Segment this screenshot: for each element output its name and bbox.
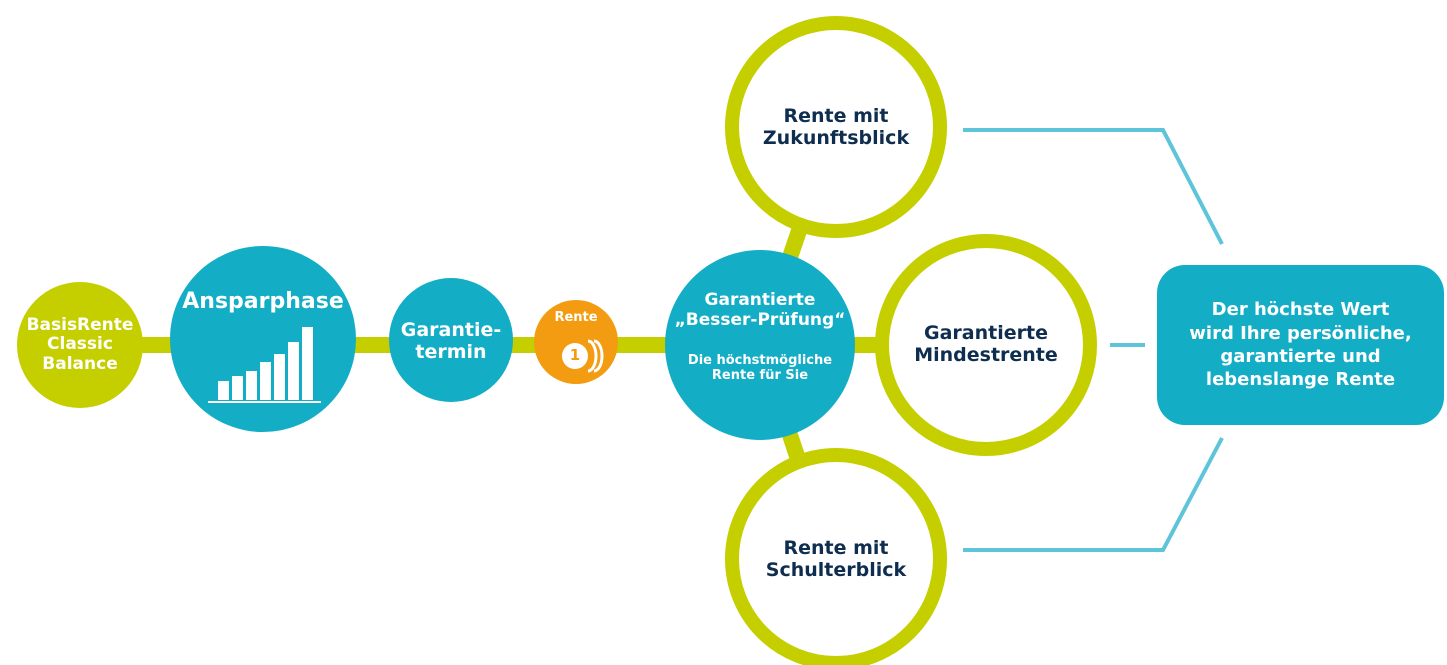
rente-badge-text: 1: [569, 346, 581, 365]
result-text: Der höchste Wert wird Ihre persönliche, …: [1189, 299, 1412, 391]
basisrente-text: BasisRente Classic Balance: [26, 314, 134, 374]
connector-schulterblick-to-result: [963, 437, 1224, 552]
ansparphase-text: Ansparphase: [182, 289, 344, 315]
result-box: [1157, 265, 1444, 425]
basisrente-label: BasisRente Classic Balance: [17, 300, 143, 390]
mindestrente-label: Garantierte Mindestrente: [896, 315, 1076, 375]
ansparphase-circle: [170, 246, 356, 432]
schulterblick-label: Rente mit Schulterblick: [746, 530, 926, 590]
besser-pruefung-subtitle-text: Die höchstmögliche Rente für Sie: [687, 353, 833, 383]
rente-label: Rente: [546, 309, 606, 327]
besser-pruefung-title: Garantierte „Besser-Prüfung“: [672, 286, 848, 336]
ansparphase-label: Ansparphase: [170, 284, 356, 320]
connector-zukunftsblick-to-result: [963, 128, 1224, 245]
besser-pruefung-title-text: Garantierte „Besser-Prüfung“: [674, 290, 846, 330]
zukunftsblick-circle: [725, 16, 947, 238]
result-label: Der höchste Wert wird Ihre persönliche, …: [1160, 278, 1441, 412]
mindestrente-circle: [875, 234, 1097, 456]
zukunftsblick-text: Rente mit Zukunftsblick: [762, 105, 910, 149]
rising-bar-chart-icon: [208, 327, 321, 403]
garantietermin-label: Garantie- termin: [389, 314, 513, 370]
besser-pruefung-circle: [665, 250, 855, 440]
rente-circle: [534, 300, 618, 384]
besser-pruefung-subtitle: Die höchstmögliche Rente für Sie: [672, 350, 848, 388]
rente-badge: 1: [562, 343, 588, 369]
basisrente-circle: [17, 282, 143, 408]
schulterblick-circle: [725, 448, 947, 665]
garantietermin-circle: [389, 278, 513, 402]
garantietermin-text: Garantie- termin: [400, 319, 502, 363]
coin-stack-icon: [562, 339, 604, 373]
zukunftsblick-label: Rente mit Zukunftsblick: [746, 98, 926, 158]
mindestrente-text: Garantierte Mindestrente: [914, 322, 1058, 366]
schulterblick-text: Rente mit Schulterblick: [765, 537, 907, 581]
rente-text: Rente: [554, 309, 598, 325]
